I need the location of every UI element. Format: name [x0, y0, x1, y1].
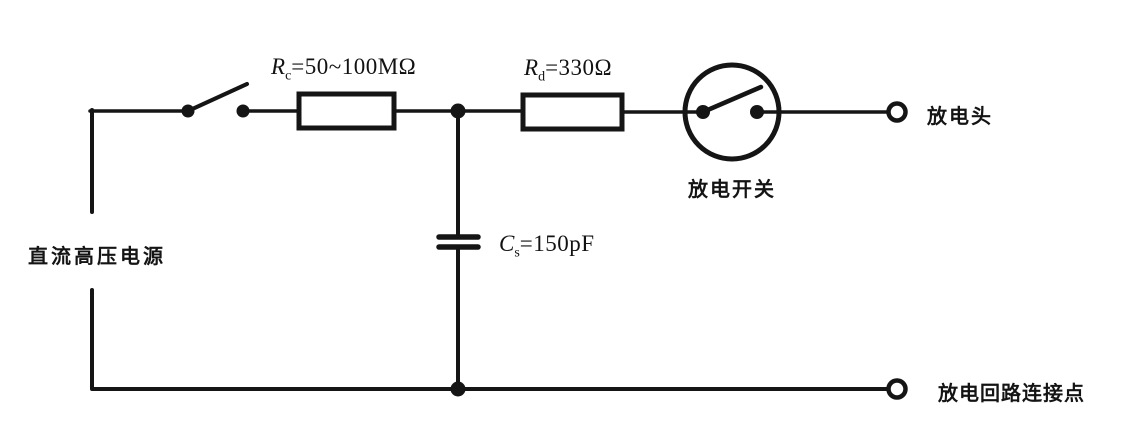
rd-symbol: R	[524, 55, 539, 80]
resistor-rc-label: Rc=50~100MΩ	[271, 54, 417, 83]
resistor-rd-body	[520, 92, 625, 132]
capacitor-cs-label: Cs=150pF	[499, 231, 595, 260]
cs-symbol: C	[499, 231, 515, 256]
cs-subscript: s	[514, 245, 520, 261]
discharge-tip-label: 放电头	[927, 106, 993, 128]
resistor-rc-body	[296, 91, 397, 131]
discharge-switch-label: 放电开关	[688, 179, 776, 201]
discharge-switch-blade	[700, 84, 764, 115]
return-point-label: 放电回路连接点	[938, 383, 1085, 405]
rd-subscript: d	[538, 69, 546, 85]
discharge-tip-terminal	[886, 101, 908, 123]
rd-value: =330Ω	[545, 55, 613, 80]
rc-subscript: c	[285, 68, 292, 84]
rc-value: =50~100MΩ	[291, 54, 417, 79]
junction-dot-bottom	[450, 381, 466, 397]
cs-value: =150pF	[519, 231, 595, 256]
resistor-rd-label: Rd=330Ω	[524, 55, 613, 84]
return-terminal	[886, 378, 908, 400]
rc-symbol: R	[271, 54, 286, 79]
charge-switch-blade	[186, 82, 249, 113]
dc-source-label: 直流高压电源	[28, 246, 166, 268]
